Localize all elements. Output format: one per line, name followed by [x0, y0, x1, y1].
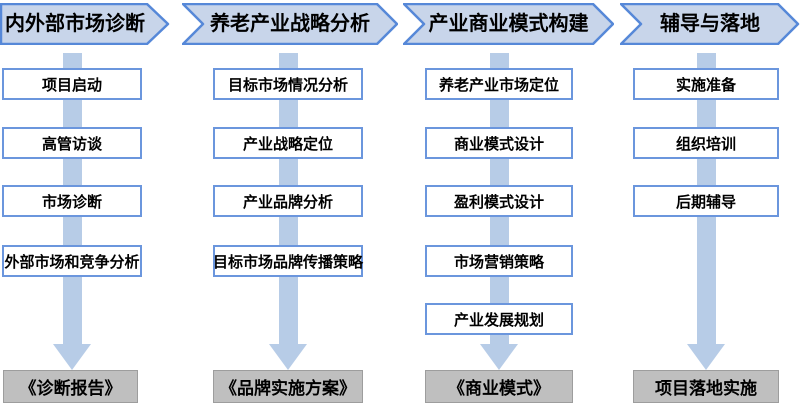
stage-title: 内外部市场诊断 — [5, 13, 145, 35]
stage-header: 辅导与落地 — [620, 3, 800, 45]
flow-arrow-head — [269, 344, 307, 370]
step-box: 商业模式设计 — [425, 127, 573, 159]
step-box: 产业战略定位 — [213, 127, 363, 159]
step-box: 后期辅导 — [633, 185, 779, 217]
stage-title: 产业商业模式构建 — [428, 13, 589, 35]
step-box: 实施准备 — [633, 68, 779, 100]
stage-header: 内外部市场诊断 — [0, 3, 170, 45]
stage-arrow-shape — [182, 3, 398, 45]
step-box: 市场诊断 — [2, 185, 142, 217]
step-box: 产业发展规划 — [425, 303, 573, 335]
stage-arrow-shape — [620, 3, 800, 45]
step-box: 高管访谈 — [2, 127, 142, 159]
stage-title: 辅导与落地 — [660, 13, 760, 35]
step-box: 产业品牌分析 — [213, 185, 363, 217]
flow-arrow-head — [687, 344, 725, 370]
step-box: 组织培训 — [633, 127, 779, 159]
stage-arrow-shape — [0, 3, 170, 45]
stage-arrow-shape — [403, 3, 614, 45]
deliverable-box: 项目落地实施 — [633, 370, 779, 403]
flow-arrow-head — [53, 344, 91, 370]
step-box: 盈利模式设计 — [425, 185, 573, 217]
stage-header: 产业商业模式构建 — [403, 3, 614, 45]
flow-arrow-head — [480, 344, 518, 370]
step-box: 目标市场情况分析 — [213, 68, 363, 100]
step-box: 外部市场和竞争分析 — [2, 245, 142, 277]
step-box: 市场营销策略 — [425, 245, 573, 277]
deliverable-box: 《商业模式》 — [425, 370, 573, 403]
step-box: 项目启动 — [2, 68, 142, 100]
deliverable-box: 《品牌实施方案》 — [213, 370, 363, 403]
step-box: 养老产业市场定位 — [425, 68, 573, 100]
deliverable-box: 《诊断报告》 — [3, 370, 138, 403]
stage-title: 养老产业战略分析 — [210, 13, 370, 35]
stage-header: 养老产业战略分析 — [182, 3, 398, 45]
step-box: 目标市场品牌传播策略 — [213, 245, 363, 277]
